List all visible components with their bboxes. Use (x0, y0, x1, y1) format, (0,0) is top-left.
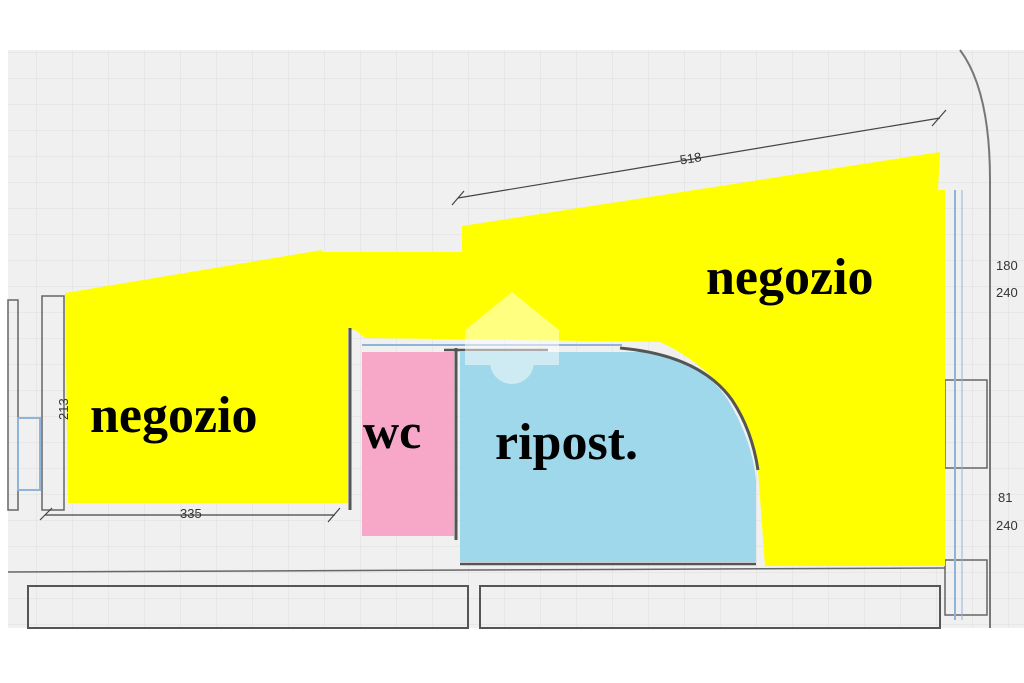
dimension-label-right: 240 (996, 285, 1018, 300)
dimension-label-right: 240 (996, 518, 1018, 533)
left-wall-block (7, 299, 19, 511)
dimension-tick (39, 507, 53, 521)
dimension-label-right: 180 (996, 258, 1018, 273)
dimension-line-top (457, 117, 941, 199)
room-label-wc: wc (363, 403, 421, 459)
dimension-tick (327, 507, 341, 523)
watermark-house-icon (465, 292, 559, 384)
right-wall-block (944, 559, 988, 616)
bottom-line (7, 567, 946, 573)
curved-wall (619, 346, 760, 471)
room-label-ripostiglio: ripost. (495, 414, 638, 471)
dimension-label-right: 81 (998, 490, 1012, 505)
bottom-wall (27, 585, 469, 629)
bottom-wall (479, 585, 941, 629)
dimension-tick (931, 109, 947, 127)
outer-wall-curve (959, 49, 991, 181)
dimension-tick (451, 190, 465, 206)
room-label-negozio-left: negozio (90, 387, 258, 444)
dimension-label-left-height: 213 (56, 398, 71, 420)
room-negozio (65, 152, 945, 566)
dimension-label-top: 518 (679, 149, 703, 167)
room-ripostiglio (460, 352, 756, 562)
left-wall-pier (41, 295, 65, 511)
dimension-label-left-bottom: 335 (180, 506, 202, 521)
left-window (17, 417, 41, 491)
room-label-negozio-right: negozio (706, 249, 874, 306)
room-wc (362, 352, 454, 536)
